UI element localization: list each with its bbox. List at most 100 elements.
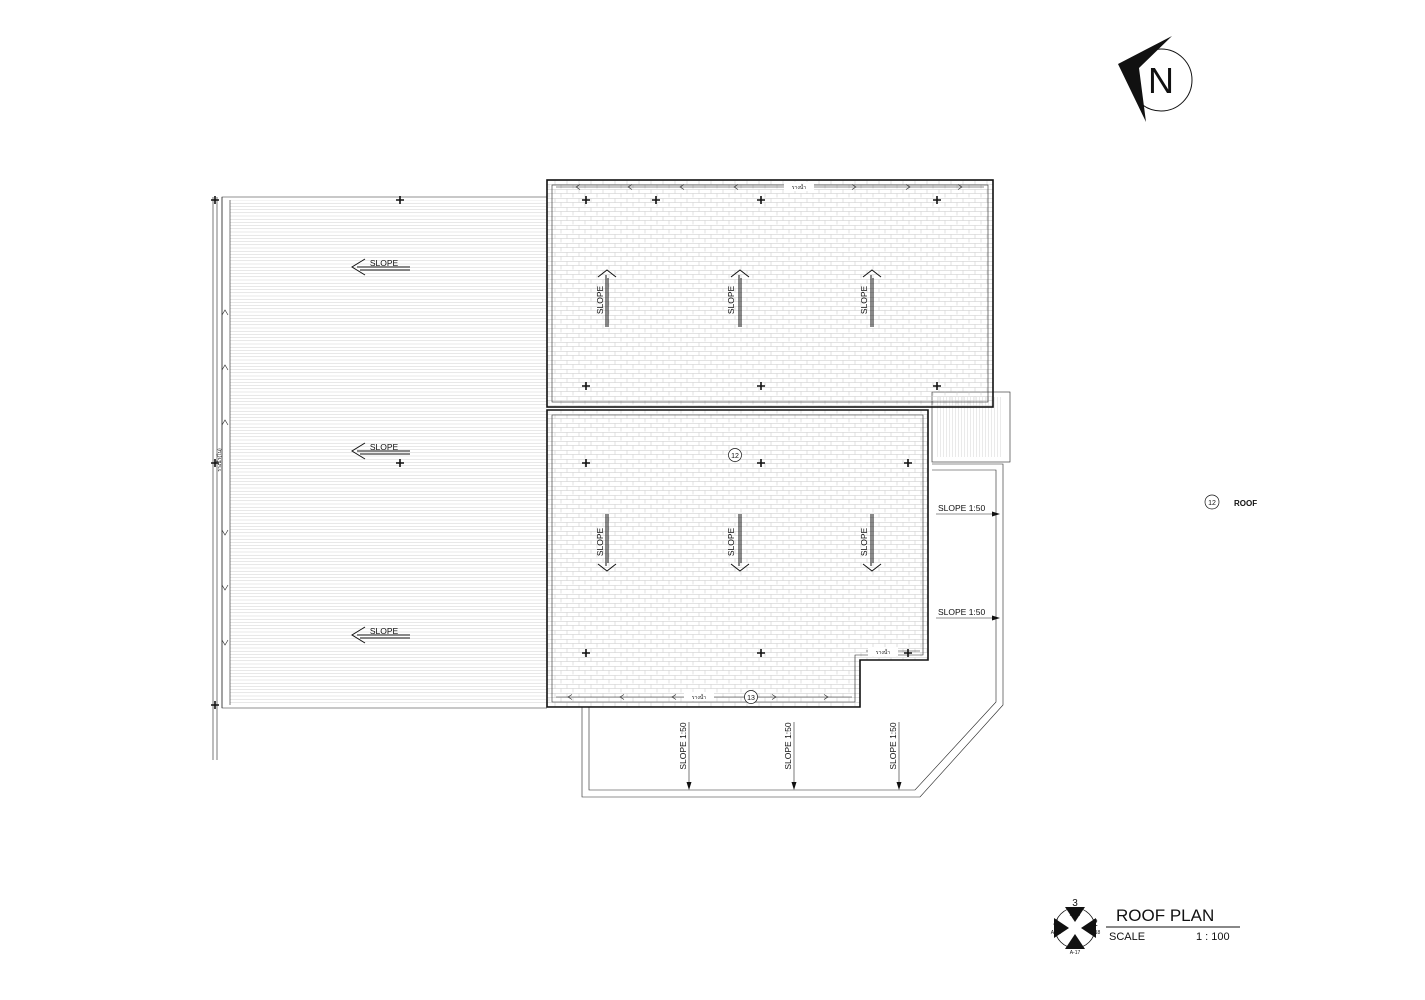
left-sloped-roof: รางน้ำ(ใน)	[212, 196, 547, 760]
north-arrow-pointer	[1118, 36, 1172, 122]
lower-gutter-right-label: รางน้ำ	[876, 647, 890, 656]
marker-ref-left: A-20	[1051, 930, 1062, 936]
lower-gutter-label-bg	[684, 692, 714, 701]
material-tag-12: 12	[728, 448, 742, 462]
slope-label: SLOPE	[595, 286, 605, 315]
slope-arrow	[862, 514, 882, 572]
slope-arrow-head	[896, 782, 902, 790]
slope-label: SLOPE	[726, 286, 736, 315]
section-marker-bottom	[1065, 934, 1085, 949]
lower-slope-arrow-3: SLOPE	[859, 514, 882, 572]
structural-cross-marker	[582, 196, 590, 204]
slope-arrow	[597, 514, 617, 572]
deck-slope-arrow-right-2: SLOPE 1:50	[936, 607, 1000, 621]
structural-cross-marker	[933, 382, 941, 390]
slope-arrow	[862, 269, 882, 327]
slope-ratio-label: SLOPE 1:50	[678, 722, 688, 770]
structural-cross-marker	[904, 649, 912, 657]
upper-tile-roof: รางน้ำ	[546, 179, 994, 408]
slope-arrow-head	[992, 511, 1000, 517]
slope-arrow	[351, 258, 410, 276]
slope-arrow	[730, 514, 750, 572]
tag-circle	[744, 690, 758, 704]
lower-roof-inner-outline	[551, 414, 924, 703]
section-marker-top	[1065, 907, 1085, 922]
tag-circle	[728, 448, 742, 462]
drawing-title: ROOF PLAN	[1116, 906, 1214, 925]
slope-arrow-head	[992, 615, 1000, 621]
legend-tag-circle	[1204, 494, 1220, 510]
title-block: 3 2 1 4 A-19 A-18 A-17 A-20 ROOF PLAN SC…	[1051, 898, 1240, 956]
upper-roof-outline	[546, 179, 994, 408]
slope-ratio-label: SLOPE 1:50	[888, 722, 898, 770]
slope-ratio-label: SLOPE 1:50	[938, 607, 986, 617]
slope-arrow	[351, 626, 410, 644]
lower-gutter-right-label-bg	[868, 647, 898, 656]
structural-cross-marker	[757, 649, 765, 657]
roof-sheet-hatch	[230, 200, 547, 705]
gutter-label-left: รางน้ำ(ใน)	[214, 448, 223, 472]
upper-slope-arrow-2: SLOPE	[726, 269, 750, 327]
structural-cross-marker	[211, 459, 219, 467]
upper-slope-arrow-1: SLOPE	[595, 269, 617, 327]
slope-arrow-head	[686, 782, 692, 790]
lower-slope-arrow-2: SLOPE	[726, 514, 750, 572]
deck-slope-arrow-down-1: SLOPE 1:50	[678, 722, 692, 790]
structural-cross-marker	[757, 382, 765, 390]
left-slope-arrow-1: SLOPE	[351, 258, 410, 276]
marker-number-bottom: 1	[1072, 936, 1078, 947]
tag-number: 13	[747, 695, 755, 702]
slope-ratio-label: SLOPE 1:50	[938, 503, 986, 513]
upper-gutter-label: รางน้ำ	[792, 182, 806, 191]
structural-cross-marker	[211, 701, 219, 709]
slope-label: SLOPE	[370, 258, 399, 268]
structural-cross-marker	[904, 459, 912, 467]
marker-number-right: 2	[1092, 918, 1098, 929]
structural-cross-marker	[652, 196, 660, 204]
slope-arrow-head	[791, 782, 797, 790]
left-slope-arrow-3: SLOPE	[351, 626, 410, 644]
structural-cross-marker	[582, 382, 590, 390]
structural-cross-marker	[582, 459, 590, 467]
material-legend: 12 ROOF	[1204, 494, 1257, 510]
slope-label: SLOPE	[370, 442, 399, 452]
section-marker-right	[1081, 918, 1096, 938]
slope-label: SLOPE	[859, 528, 869, 557]
tag-number: 12	[731, 453, 739, 460]
slope-arrow	[351, 442, 410, 460]
lower-tile-hatch	[547, 410, 928, 707]
material-tag-13: 13	[744, 690, 758, 704]
north-arrow: N	[1118, 36, 1193, 122]
scale-label: SCALE	[1109, 931, 1145, 943]
north-label: N	[1148, 60, 1174, 101]
slope-ratio-label: SLOPE 1:50	[783, 722, 793, 770]
structural-cross-marker	[757, 196, 765, 204]
scale-value: 1 : 100	[1196, 931, 1230, 943]
marker-ref-top: A-19	[1070, 912, 1081, 918]
gutter-lines	[212, 197, 231, 760]
structural-cross-marker	[396, 459, 404, 467]
slope-arrow	[730, 269, 750, 327]
deck-outline	[581, 463, 1004, 798]
slope-label: SLOPE	[726, 528, 736, 557]
slope-label: SLOPE	[370, 626, 399, 636]
structural-cross-marker	[582, 649, 590, 657]
lower-tile-roof: รางน้ำ รางน้ำ	[546, 409, 929, 708]
lower-gutter-arrows	[567, 694, 829, 700]
marker-ref-bottom: A-17	[1070, 950, 1081, 956]
upper-slope-arrow-3: SLOPE	[859, 269, 882, 327]
marker-number-top: 3	[1072, 898, 1078, 909]
lower-slope-arrow-1: SLOPE	[595, 514, 617, 572]
lower-roof-outline	[546, 409, 929, 708]
deck-slope-arrow-down-3: SLOPE 1:50	[888, 722, 902, 790]
upper-roof-inner-outline	[551, 184, 989, 403]
lower-gutter-label: รางน้ำ	[692, 692, 706, 701]
deck-slope-arrow-down-2: SLOPE 1:50	[783, 722, 797, 790]
slope-arrow	[597, 269, 617, 327]
structural-cross-marker	[933, 196, 941, 204]
legend-text: ROOF	[1234, 499, 1257, 508]
slope-label: SLOPE	[859, 286, 869, 315]
marker-number-left: 4	[1053, 918, 1059, 929]
structural-cross-marker	[211, 196, 219, 204]
